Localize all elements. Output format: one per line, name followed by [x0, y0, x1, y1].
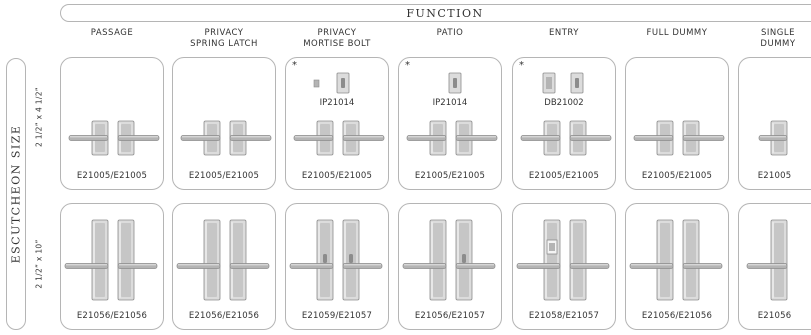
row-label-long: 2 1/2” x 10”: [34, 239, 44, 289]
accessory-part-number: DB21002: [544, 98, 584, 108]
column-header-5: ENTRY: [505, 28, 623, 39]
escutcheon-size-bar: [6, 58, 26, 330]
short-escutcheon-handle-icon: [293, 72, 385, 156]
part-number-label: E21056/E21056: [641, 311, 713, 321]
part-number-label: E21005/E21005: [528, 171, 600, 181]
short-escutcheon-handle-icon: [520, 72, 612, 156]
short-escutcheon-handle-icon: [68, 120, 160, 156]
part-number-label: E21005/E21005: [188, 171, 260, 181]
short-escutcheon-handle-icon: [633, 120, 725, 156]
column-header-line1: PRIVACY: [204, 28, 244, 38]
accessory-part-number: IP21014: [319, 98, 355, 108]
product-card-long-6[interactable]: E21056/E21056: [625, 203, 729, 330]
escutcheon-size-title: ESCUTCHEON SIZE: [9, 124, 23, 264]
column-header-line2: DUMMY: [760, 39, 796, 49]
column-header-line1: PRIVACY: [317, 28, 357, 38]
part-number-label: E21058/E21057: [528, 311, 600, 321]
part-number-label: E21005: [757, 171, 792, 181]
column-header-line1: SINGLE: [761, 28, 795, 38]
long-escutcheon-handle-icon: [629, 219, 723, 301]
product-card-short-7[interactable]: E21005: [738, 57, 811, 190]
note-asterisk: *: [519, 60, 524, 71]
part-number-label: E21005/E21005: [301, 171, 373, 181]
long-escutcheon-handle-icon: [746, 219, 788, 301]
row-label-short: 2 1/2” x 4 1/2”: [34, 87, 44, 147]
part-number-label: E21056: [757, 311, 792, 321]
note-asterisk: *: [292, 60, 297, 71]
column-header-line2: SPRING LATCH: [190, 39, 258, 49]
part-number-label: E21056/E21056: [188, 311, 260, 321]
column-header-line1: ENTRY: [549, 28, 579, 38]
product-card-long-1[interactable]: E21056/E21056: [60, 203, 164, 330]
long-escutcheon-handle-icon: [64, 219, 158, 301]
part-number-label: E21056/E21056: [76, 311, 148, 321]
long-escutcheon-handle-icon: [289, 219, 383, 301]
product-card-long-2[interactable]: E21056/E21056: [172, 203, 276, 330]
product-card-long-3[interactable]: E21059/E21057: [285, 203, 389, 330]
product-card-long-7[interactable]: E21056: [738, 203, 811, 330]
column-header-4: PATIO: [391, 28, 509, 39]
short-escutcheon-handle-icon: [758, 120, 788, 156]
long-escutcheon-handle-icon: [402, 219, 496, 301]
column-header-6: FULL DUMMY: [618, 28, 736, 39]
accessory-part-number: IP21014: [432, 98, 468, 108]
column-header-1: PASSAGE: [53, 28, 171, 39]
note-asterisk: *: [405, 60, 410, 71]
product-card-short-1[interactable]: E21005/E21005: [60, 57, 164, 190]
product-card-long-4[interactable]: E21056/E21057: [398, 203, 502, 330]
long-escutcheon-handle-icon: [516, 219, 610, 301]
column-header-line1: FULL DUMMY: [646, 28, 708, 38]
short-escutcheon-handle-icon: [406, 72, 498, 156]
product-card-short-6[interactable]: E21005/E21005: [625, 57, 729, 190]
long-escutcheon-handle-icon: [176, 219, 270, 301]
column-header-line2: MORTISE BOLT: [303, 39, 371, 49]
part-number-label: E21059/E21057: [301, 311, 373, 321]
part-number-label: E21056/E21057: [414, 311, 486, 321]
product-card-short-2[interactable]: E21005/E21005: [172, 57, 276, 190]
part-number-label: E21005/E21005: [414, 171, 486, 181]
column-header-line1: PATIO: [436, 28, 464, 38]
function-title: FUNCTION: [406, 7, 484, 20]
part-number-label: E21005/E21005: [76, 171, 148, 181]
column-header-line1: PASSAGE: [90, 28, 134, 38]
function-header-bar: [60, 4, 811, 22]
short-escutcheon-handle-icon: [180, 120, 272, 156]
part-number-label: E21005/E21005: [641, 171, 713, 181]
product-card-long-5[interactable]: E21058/E21057: [512, 203, 616, 330]
